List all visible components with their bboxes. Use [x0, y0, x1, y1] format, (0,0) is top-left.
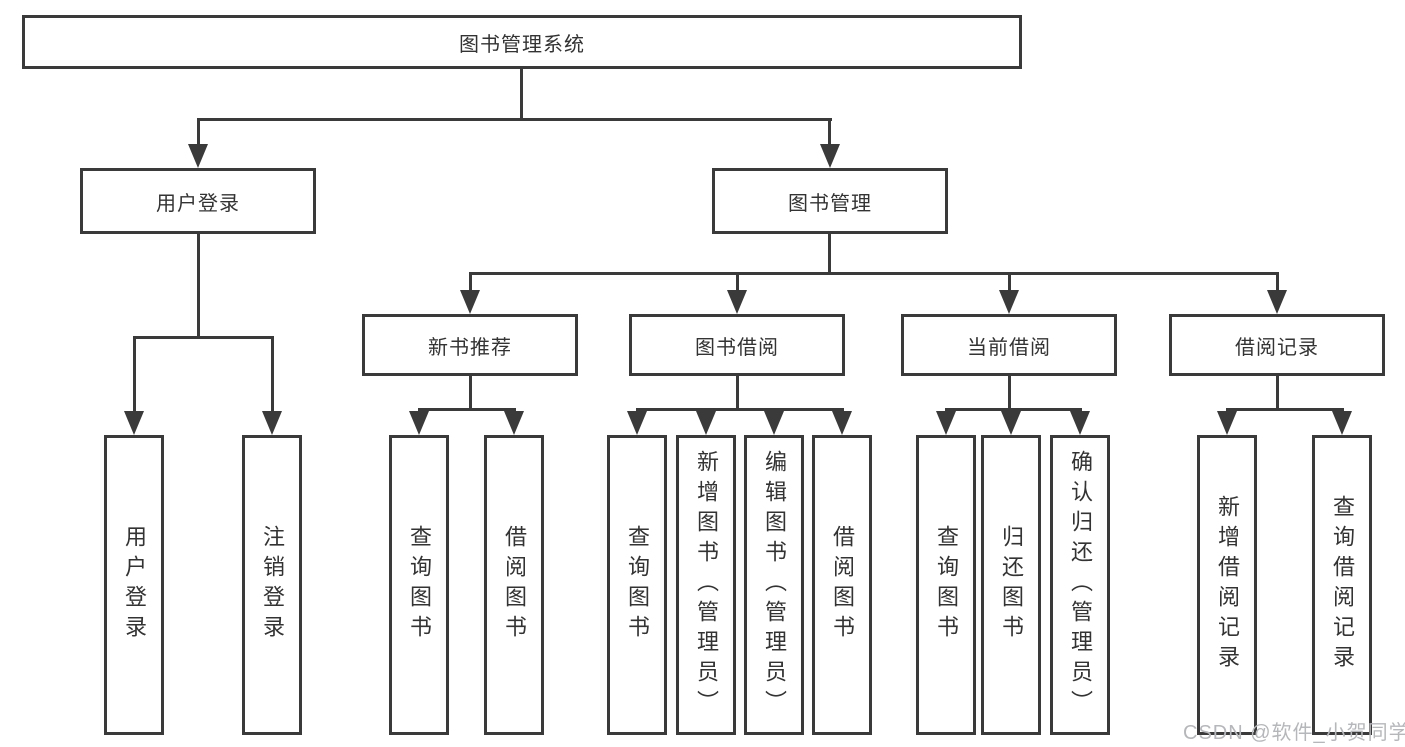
node-label: 图书借阅 [695, 336, 779, 359]
connector-current-stem [1008, 376, 1011, 408]
node-library-management-system: 图书管理系统 [22, 15, 1022, 69]
connector-records-stem [1276, 376, 1279, 408]
leaf-query-books-borrowing: 查询图书 [607, 435, 667, 735]
connector-newbooks-rail [418, 408, 516, 411]
connector-drop-borrowing [736, 274, 739, 292]
leaf-add-books-admin: 新增图书（管理员） [676, 435, 736, 735]
leaf-confirm-return-admin: 确认归还（管理员） [1050, 435, 1110, 735]
leaf-label: 用户登录 [122, 525, 147, 645]
node-current-borrowing: 当前借阅 [901, 314, 1117, 376]
leaf-query-books-current: 查询图书 [916, 435, 976, 735]
node-new-book-recommendation: 新书推荐 [362, 314, 578, 376]
node-label: 用户登录 [156, 192, 240, 215]
connector-borrowing-rail [636, 408, 844, 411]
node-label: 图书管理 [788, 192, 872, 215]
connector-login-rail [133, 336, 274, 339]
leaf-label: 归还图书 [999, 525, 1024, 645]
arrowhead-down-icon [820, 144, 840, 168]
arrowhead-down-icon [124, 411, 144, 435]
arrowhead-down-icon [1267, 290, 1287, 314]
node-book-management: 图书管理 [712, 168, 948, 234]
leaf-label: 查询借阅记录 [1330, 495, 1355, 675]
leaf-label: 新增图书（管理员） [694, 450, 719, 720]
leaf-borrow-books-borrowing: 借阅图书 [812, 435, 872, 735]
arrowhead-down-icon [727, 290, 747, 314]
connector-book-management-stem [828, 234, 831, 272]
leaf-label: 借阅图书 [830, 525, 855, 645]
arrowhead-down-icon [1332, 411, 1352, 435]
connector-drop-user-login [197, 120, 200, 146]
connector-level3-rail [469, 272, 1279, 275]
leaf-query-books-newbooks: 查询图书 [389, 435, 449, 735]
connector-drop-leaf-logout [271, 338, 274, 413]
node-book-borrowing: 图书借阅 [629, 314, 845, 376]
arrowhead-down-icon [627, 411, 647, 435]
arrowhead-down-icon [696, 411, 716, 435]
leaf-borrow-books-newbooks: 借阅图书 [484, 435, 544, 735]
connector-records-rail [1226, 408, 1344, 411]
leaf-edit-books-admin: 编辑图书（管理员） [744, 435, 804, 735]
connector-drop-records [1276, 274, 1279, 292]
connector-level2-rail [197, 118, 832, 121]
arrowhead-down-icon [262, 411, 282, 435]
leaf-label: 编辑图书（管理员） [762, 450, 787, 720]
connector-login-stem [197, 234, 200, 336]
leaf-label: 查询图书 [625, 525, 650, 645]
arrowhead-down-icon [188, 144, 208, 168]
connector-root-stem [520, 68, 523, 118]
arrowhead-down-icon [1217, 411, 1237, 435]
connector-drop-leaf-user-login [133, 338, 136, 413]
arrowhead-down-icon [1001, 411, 1021, 435]
connector-borrowing-stem [736, 376, 739, 408]
leaf-query-borrow-record: 查询借阅记录 [1312, 435, 1372, 735]
arrowhead-down-icon [504, 411, 524, 435]
node-borrowing-records: 借阅记录 [1169, 314, 1385, 376]
leaf-label: 查询图书 [407, 525, 432, 645]
leaf-label: 查询图书 [934, 525, 959, 645]
leaf-user-login: 用户登录 [104, 435, 164, 735]
arrowhead-down-icon [832, 411, 852, 435]
connector-current-rail [945, 408, 1082, 411]
arrowhead-down-icon [999, 290, 1019, 314]
leaf-label: 借阅图书 [502, 525, 527, 645]
arrowhead-down-icon [1070, 411, 1090, 435]
node-label: 借阅记录 [1235, 336, 1319, 359]
csdn-watermark: CSDN @软件_小贺同学 [1183, 722, 1405, 744]
node-label: 新书推荐 [428, 336, 512, 359]
connector-drop-book-management [828, 120, 831, 146]
arrowhead-down-icon [936, 411, 956, 435]
arrowhead-down-icon [764, 411, 784, 435]
leaf-label: 确认归还（管理员） [1068, 450, 1093, 720]
node-label: 当前借阅 [967, 336, 1051, 359]
arrowhead-down-icon [409, 411, 429, 435]
leaf-return-books: 归还图书 [981, 435, 1041, 735]
leaf-logout-login: 注销登录 [242, 435, 302, 735]
connector-drop-current [1008, 274, 1011, 292]
leaf-label: 新增借阅记录 [1215, 495, 1240, 675]
node-user-login: 用户登录 [80, 168, 316, 234]
leaf-label: 注销登录 [260, 525, 285, 645]
connector-newbooks-stem [469, 376, 472, 408]
arrowhead-down-icon [460, 290, 480, 314]
leaf-add-borrow-record: 新增借阅记录 [1197, 435, 1257, 735]
node-label: 图书管理系统 [459, 33, 585, 56]
connector-drop-new-book [469, 274, 472, 292]
